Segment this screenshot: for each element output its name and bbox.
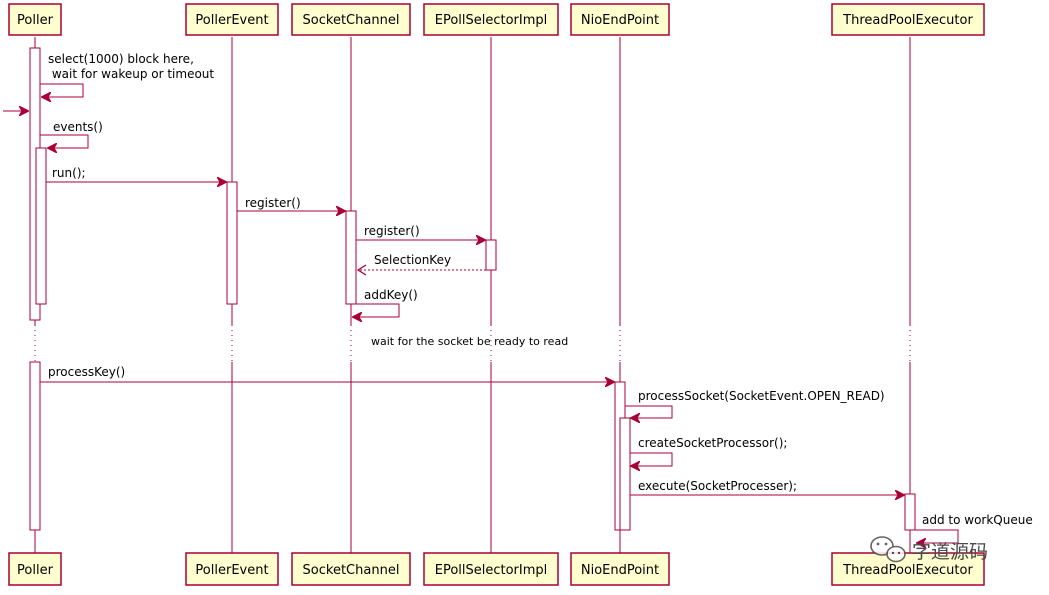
- message-select-label-line2: wait for wakeup or timeout: [48, 67, 214, 81]
- message-createsocketprocessor-label: createSocketProcessor();: [638, 436, 787, 450]
- message-execute-label: execute(SocketProcesser);: [638, 479, 797, 493]
- participant-socketchannel-label: SocketChannel: [303, 13, 400, 28]
- participant-poller-top: Poller: [8, 3, 62, 36]
- message-addtoworkqueue-label: add to workQueue: [922, 513, 1033, 527]
- message-processkey-label: processKey(): [48, 365, 125, 379]
- message-processsocket-arrow: [625, 405, 673, 418]
- participant-socketchannel-bottom-label: SocketChannel: [303, 563, 400, 578]
- participant-socketchannel-bottom: SocketChannel: [291, 552, 411, 586]
- activation-poller-3: [29, 361, 41, 531]
- message-select-label-line1: select(1000) block here,: [48, 52, 194, 66]
- participant-pollerevent-label: PollerEvent: [195, 13, 268, 28]
- participant-epollselectorimpl-bottom-label: EPollSelectorImpl: [435, 563, 548, 578]
- message-createsocketprocessor-arrow: [630, 452, 673, 466]
- message-register-1: register(): [237, 196, 345, 211]
- participants-bottom: Poller PollerEvent SocketChannel EPollSe…: [8, 552, 985, 586]
- message-selectionkey-label: SelectionKey: [374, 253, 451, 267]
- activation-pollerevent: [226, 181, 238, 305]
- message-run: run();: [46, 166, 226, 182]
- participant-nioendpoint-top: NioEndPoint: [570, 3, 670, 36]
- message-events: events(): [40, 120, 103, 148]
- message-addtoworkqueue: add to workQueue: [915, 513, 1033, 543]
- activation-socketchannel: [345, 210, 357, 305]
- message-select-arrow: [40, 83, 84, 97]
- message-register-2: register(): [356, 224, 485, 240]
- message-events-arrow: [40, 134, 89, 148]
- message-events-label: events(): [53, 120, 103, 134]
- activation-threadpoolexecutor: [904, 493, 916, 531]
- activation-poller-2: [35, 147, 47, 305]
- watermark: 字道源码: [870, 536, 988, 563]
- participant-epollselectorimpl-bottom: EPollSelectorImpl: [423, 552, 559, 586]
- message-addkey-arrow: [353, 303, 400, 317]
- message-selectionkey: SelectionKey: [356, 253, 486, 276]
- participant-poller-bottom-label: Poller: [17, 563, 54, 578]
- participant-poller-label: Poller: [17, 13, 54, 28]
- participant-nioendpoint-bottom-label: NioEndPoint: [581, 563, 659, 578]
- activation-nioendpoint-2: [619, 417, 631, 531]
- activation-epollselectorimpl: [485, 239, 497, 271]
- participant-nioendpoint-bottom: NioEndPoint: [570, 552, 670, 586]
- participant-pollerevent-bottom: PollerEvent: [185, 552, 279, 586]
- message-run-label: run();: [52, 166, 86, 180]
- message-createsocketprocessor: createSocketProcessor();: [630, 436, 787, 466]
- participant-pollerevent-bottom-label: PollerEvent: [195, 563, 268, 578]
- activations: [29, 47, 916, 531]
- message-select: select(1000) block here, wait for wakeup…: [40, 52, 214, 97]
- participants-top: Poller PollerEvent SocketChannel EPollSe…: [8, 3, 985, 36]
- message-execute: execute(SocketProcesser);: [630, 479, 904, 495]
- participant-threadpoolexecutor-top: ThreadPoolExecutor: [831, 3, 985, 36]
- wechat-icon: [870, 536, 906, 563]
- participant-socketchannel-top: SocketChannel: [291, 3, 411, 36]
- participant-threadpoolexecutor-label: ThreadPoolExecutor: [842, 13, 973, 28]
- message-processsocket: processSocket(SocketEvent.OPEN_READ): [625, 389, 885, 418]
- message-register-2-label: register(): [364, 224, 420, 238]
- message-selectionkey-arrowhead: [356, 264, 367, 276]
- message-processkey: processKey(): [40, 365, 614, 382]
- lifelines: [34, 37, 911, 553]
- participant-epollselectorimpl-label: EPollSelectorImpl: [435, 13, 548, 28]
- messages: select(1000) block here, wait for wakeup…: [3, 52, 1033, 543]
- message-addtoworkqueue-arrow: [915, 529, 959, 543]
- watermark-text: 字道源码: [912, 541, 988, 563]
- participant-nioendpoint-label: NioEndPoint: [581, 13, 659, 28]
- participant-threadpoolexecutor-bottom-label: ThreadPoolExecutor: [842, 563, 973, 578]
- message-addkey-label: addKey(): [364, 288, 418, 302]
- participant-poller-bottom: Poller: [8, 552, 62, 586]
- message-register-1-label: register(): [245, 196, 301, 210]
- message-addkey: addKey(): [353, 288, 418, 317]
- participant-epollselectorimpl-top: EPollSelectorImpl: [423, 3, 559, 36]
- participant-pollerevent-top: PollerEvent: [185, 3, 279, 36]
- delay-label: wait for the socket be ready to read: [371, 335, 568, 348]
- message-processsocket-label: processSocket(SocketEvent.OPEN_READ): [638, 389, 885, 403]
- participant-threadpoolexecutor-bottom: ThreadPoolExecutor: [831, 552, 985, 586]
